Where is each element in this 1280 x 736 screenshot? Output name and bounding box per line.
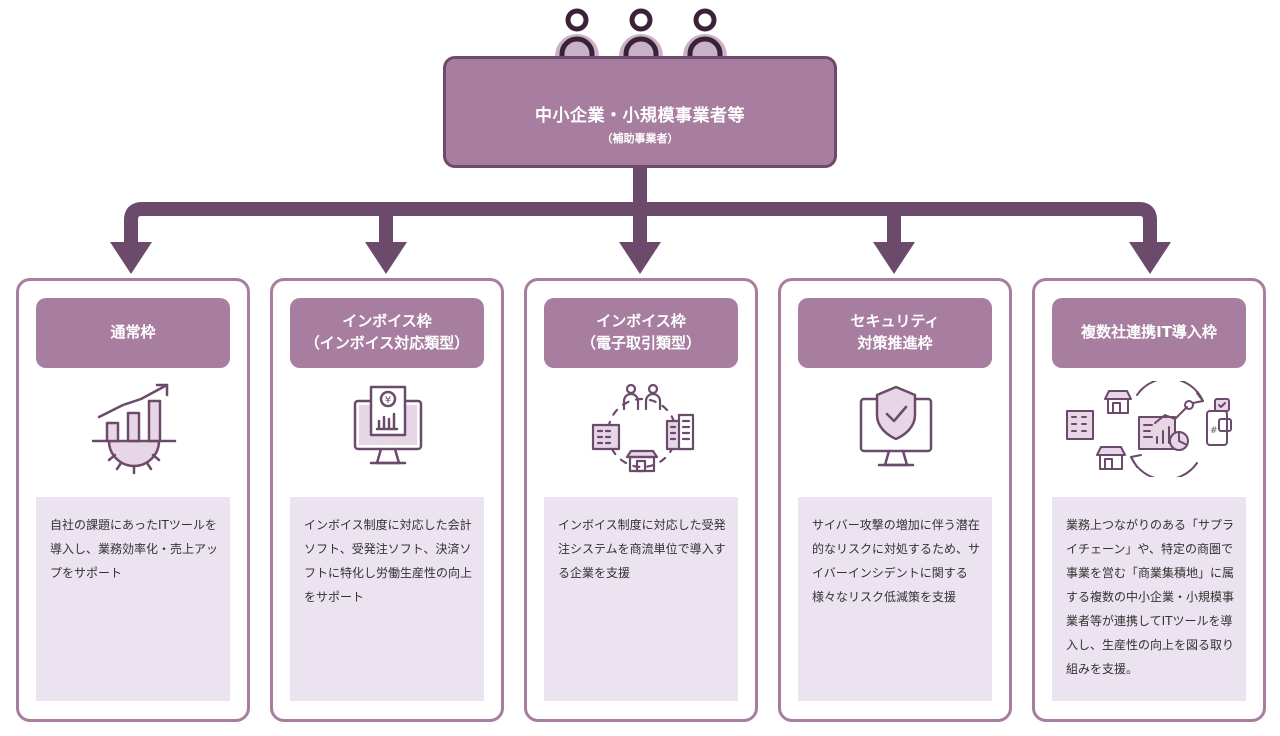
category-card-security: セキュリティ 対策推進枠 サイバー攻撃の増加に伴う潜在的なリスクに対処するため、… <box>778 278 1012 722</box>
category-card-invoice-support: インボイス枠 （インボイス対応類型） ¥ インボイス制度に対応した会計ソフト、受… <box>270 278 504 722</box>
org-subtitle: （補助事業者） <box>601 132 679 145</box>
category-title: インボイス枠 （電子取引類型） <box>544 298 738 368</box>
category-description: インボイス制度に対応した受発注システムを商流単位で導入する企業を支援 <box>544 497 738 701</box>
category-title: セキュリティ 対策推進枠 <box>798 298 992 368</box>
category-description: インボイス制度に対応した会計ソフト、受発注ソフト、決済ソフトに特化し労働生産性の… <box>290 497 484 701</box>
org-title: 中小企業・小規模事業者等 <box>535 106 745 126</box>
svg-text:#: # <box>1210 426 1218 436</box>
invoice-monitor-icon: ¥ <box>325 381 451 477</box>
category-card-standard: 通常枠 自社の課題にあったITツールを導入し、業務効率化・売上アップをサポート <box>16 278 250 722</box>
svg-text:¥: ¥ <box>385 395 391 406</box>
business-owner-box: 中小企業・小規模事業者等 （補助事業者） <box>443 56 837 168</box>
category-card-invoice-electronic: インボイス枠 （電子取引類型） インボイス制度に対応した受発注システムを商流単位… <box>524 278 758 722</box>
category-title: 複数社連携IT導入枠 <box>1052 298 1246 368</box>
business-network-icon <box>579 381 705 477</box>
category-title: 通常枠 <box>36 298 230 368</box>
category-description: 自社の課題にあったITツールを導入し、業務効率化・売上アップをサポート <box>36 497 230 701</box>
growth-chart-gear-icon <box>71 381 197 477</box>
category-description: サイバー攻撃の増加に伴う潜在的なリスクに対処するため、サイバーインシデントに関す… <box>798 497 992 701</box>
category-description: 業務上つながりのある「サプライチェーン」や、特定の商圏で事業を営む「商業集積地」… <box>1052 497 1246 701</box>
security-shield-monitor-icon <box>833 381 959 477</box>
category-card-multi-company: 複数社連携IT導入枠 # 業務 <box>1032 278 1266 722</box>
multi-company-collaboration-icon: # <box>1057 377 1247 481</box>
category-title: インボイス枠 （インボイス対応類型） <box>290 298 484 368</box>
